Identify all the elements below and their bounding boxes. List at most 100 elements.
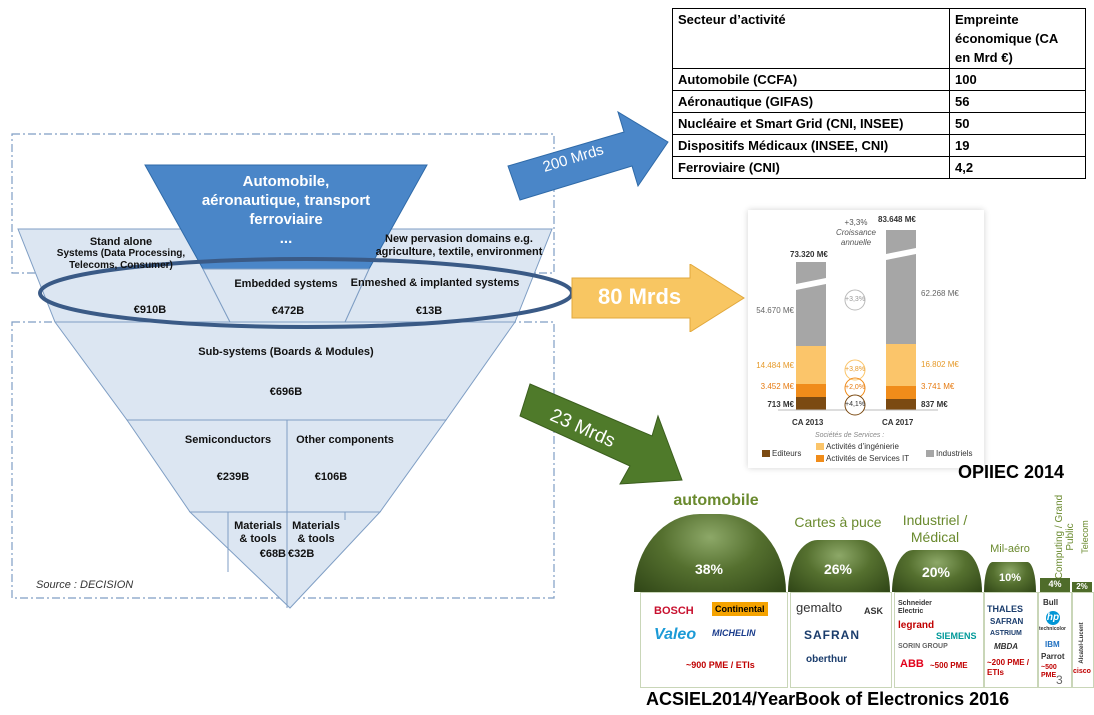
- bar-2017-industriels: [886, 230, 916, 344]
- table-row: Aéronautique (GIFAS)56: [672, 90, 1086, 113]
- source-label: Source : DECISION: [36, 579, 134, 591]
- table-cell-value: 19: [949, 134, 1086, 157]
- table-cell-value: 100: [949, 68, 1086, 91]
- acsiel-caption: ACSIEL2014/YearBook of Electronics 2016: [646, 689, 1010, 709]
- top-label-line4: ...: [279, 230, 293, 247]
- bar-2017-editeurs: [886, 399, 916, 410]
- bar-2017-services-it: [886, 386, 916, 399]
- growth-top-label: +3,3% Croissance annuelle: [826, 218, 886, 248]
- top-sector-label: Automobile, aéronautique, transport ferr…: [178, 172, 394, 248]
- logo-alcatel: Alcatel-Lucent: [1079, 622, 1085, 664]
- label-2013-industriels: 54.670 M€: [756, 306, 794, 315]
- funnel-diagram: [11, 133, 574, 609]
- value-106: €106B: [314, 471, 348, 483]
- growth-circle-editeurs: [844, 394, 866, 416]
- table-header-row: Secteur d’activité Empreinte économique …: [672, 8, 1086, 69]
- materials-right-line2: & tools: [297, 533, 335, 545]
- logo-hp: hp: [1046, 611, 1060, 625]
- logo-michelin: MICHELIN: [712, 628, 756, 638]
- logo-sorin: SORIN GROUP: [898, 643, 948, 650]
- logo-astrium: ASTRIUM: [990, 630, 1022, 637]
- header-footprint-line1: Empreinte: [955, 12, 1019, 27]
- logo-abb: ABB: [900, 658, 924, 670]
- dome-cartes: [788, 540, 890, 592]
- label-2013-services-it: 3.452 M€: [760, 382, 794, 391]
- legend-swatch-industriels: [926, 450, 934, 457]
- legend-services-it: Activités de Services IT: [826, 454, 910, 463]
- other-components-label: Other components: [296, 434, 394, 446]
- semiconductors-label: Semiconductors: [184, 434, 272, 446]
- growth-ingenierie: +3,8%: [845, 366, 866, 373]
- logos-mil-aero: [984, 592, 1038, 688]
- legend-editeurs: Editeurs: [772, 449, 802, 458]
- table-row: Ferroviaire (CNI)4,2: [672, 156, 1086, 179]
- auto-pme: ~900 PME / ETIs: [686, 660, 755, 670]
- header-footprint-line2: économique (CA: [955, 31, 1059, 46]
- value-472: €472B: [271, 305, 305, 317]
- pct-telecom: 2%: [1076, 582, 1088, 591]
- dome-mil-aero: [984, 562, 1036, 592]
- embedded-label: Embedded systems: [234, 278, 338, 290]
- label-2013-ingenierie: 14.484 M€: [756, 361, 794, 370]
- bar-telecom: [1072, 582, 1092, 592]
- value-696: €696B: [269, 386, 303, 398]
- growth-circle-ingenierie: [844, 359, 866, 381]
- table-cell-sector: Ferroviaire (CNI): [672, 156, 950, 179]
- top-label-line1: Automobile,: [242, 173, 330, 190]
- growth-services-it: +2,0%: [845, 384, 866, 391]
- x-label-2013: CA 2013: [792, 418, 824, 427]
- x-label-2017: CA 2017: [882, 418, 914, 427]
- pct-industriel: 20%: [921, 564, 951, 580]
- comp-pme: ~500 PME: [1041, 664, 1057, 679]
- logo-parrot: Parrot: [1041, 652, 1065, 661]
- logo-legrand: legrand: [898, 620, 935, 631]
- pct-automobile: 38%: [694, 561, 724, 577]
- growth-editeurs: +4,1%: [845, 401, 866, 408]
- table-row: Automobile (CCFA)100: [672, 68, 1086, 91]
- opiiec-bars: [762, 230, 938, 462]
- enmeshed-label: Enmeshed & implanted systems: [350, 277, 520, 289]
- growth-top-line2: Croissance: [835, 228, 876, 237]
- table-cell-sector: Aéronautique (GIFAS): [672, 90, 950, 113]
- pervasion-line2: agriculture, textile, environment: [375, 246, 543, 258]
- dome-industriel: [892, 550, 982, 592]
- label-2017-industriels: 62.268 M€: [921, 289, 959, 298]
- logo-siemens: SIEMENS: [936, 631, 977, 641]
- logo-bosch: BOSCH: [654, 605, 694, 617]
- sector-table: Secteur d’activité Empreinte économique …: [672, 8, 1086, 179]
- legend-industriels: Industriels: [936, 449, 973, 458]
- stand-alone-line3: Telecoms, Consumer): [69, 260, 173, 271]
- arrow-23: [519, 383, 683, 485]
- top-label-line3: ferroviaire: [249, 211, 323, 228]
- legend-title: Sociétés de Services :: [815, 432, 885, 439]
- logo-oberthur: oberthur: [806, 654, 848, 665]
- logo-ibm: IBM: [1045, 640, 1060, 649]
- bar-computing: [1040, 578, 1070, 592]
- label-2017-services-it: 3.741 M€: [921, 382, 955, 391]
- logo-ask: ASK: [864, 606, 884, 616]
- opiiec-caption: OPIIEC 2014: [958, 462, 1065, 482]
- funnel-materials: [188, 511, 382, 609]
- table-cell-sector: Nucléaire et Smart Grid (CNI, INSEE): [672, 112, 950, 135]
- logo-gemalto: gemalto: [796, 600, 843, 615]
- table-header-footprint: Empreinte économique (CA en Mrd €): [949, 8, 1086, 69]
- materials-right-line1: Materials: [292, 520, 340, 532]
- materials-left-line2: & tools: [239, 533, 277, 545]
- dome-automobile: [634, 514, 786, 592]
- growth-top-line3: annuelle: [840, 238, 872, 247]
- cat-automobile: automobile: [673, 492, 759, 509]
- logo-cisco: cisco: [1073, 668, 1091, 675]
- logos-cartes: [790, 592, 892, 688]
- bar-2017-break: [886, 248, 916, 260]
- arrow-80: [571, 264, 745, 332]
- funnel-subsystems: [54, 321, 516, 421]
- indus-pme: ~500 PME: [930, 661, 968, 670]
- cat-industriel-text: Industriel / Médical: [902, 512, 968, 545]
- subsystems-label: Sub-systems (Boards & Modules): [198, 346, 374, 358]
- logo-safran-mil: SAFRAN: [990, 617, 1024, 626]
- top-label-line2: aéronautique, transport: [201, 192, 371, 209]
- arrow-200: [507, 110, 669, 201]
- bar-2013-break: [796, 278, 826, 290]
- cat-computing: Computing / Grand Public: [1054, 494, 1076, 580]
- bar-2013-ingenierie: [796, 346, 826, 384]
